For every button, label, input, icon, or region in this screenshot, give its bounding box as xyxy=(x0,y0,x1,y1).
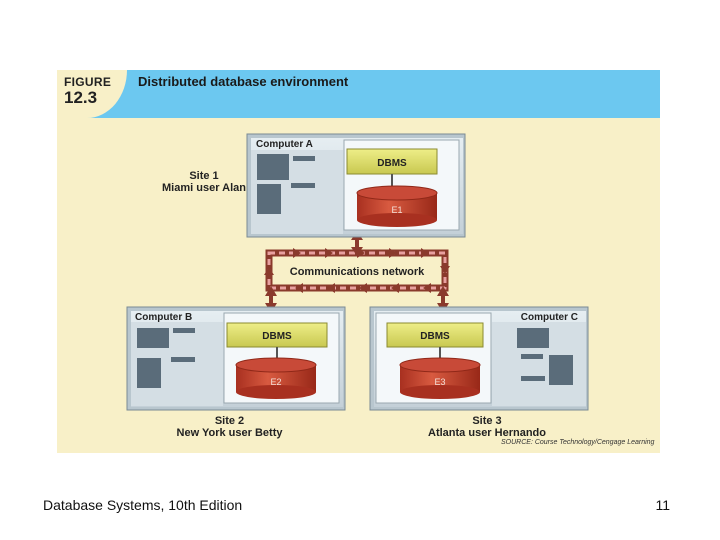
figure-label-number: 12.3 xyxy=(64,88,98,107)
diagram: Communications network Computer A xyxy=(126,133,589,411)
network-label: Communications network xyxy=(290,266,425,278)
computer-b: Computer B DBMS E2 xyxy=(126,306,346,411)
dbms-label-a: DBMS xyxy=(377,158,407,169)
dbms-box-b xyxy=(226,322,328,348)
site-3-user: Atlanta user Hernando xyxy=(428,427,546,439)
database-e3: E3 xyxy=(399,357,481,399)
site-2-user: New York user Betty xyxy=(176,427,283,439)
dbms-label-c: DBMS xyxy=(420,331,450,342)
db-label-e3: E3 xyxy=(434,377,445,387)
site-1-name: Site 1 xyxy=(189,170,219,182)
db-label-e2: E2 xyxy=(270,377,281,387)
figure-header xyxy=(57,70,660,118)
site-3-label: Site 3 Atlanta user Hernando xyxy=(417,415,557,439)
database-e2: E2 xyxy=(235,357,317,399)
figure: FIGURE 12.3 Distributed database environ… xyxy=(57,70,660,453)
database-e1: E1 xyxy=(356,185,438,227)
db-label-e1: E1 xyxy=(391,205,402,215)
footer-page-number: 11 xyxy=(655,497,670,513)
footer-book-title: Database Systems, 10th Edition xyxy=(43,497,243,513)
site-3-name: Site 3 xyxy=(472,415,502,427)
site-2-name: Site 2 xyxy=(214,415,245,427)
computer-b-name: Computer B xyxy=(135,312,192,323)
figure-label-word: FIGURE xyxy=(64,75,112,89)
figure-title: Distributed database environment xyxy=(138,74,349,89)
site-1-user: Miami user Alan xyxy=(162,182,246,194)
source-credit: SOURCE: Course Technology/Cengage Learni… xyxy=(501,439,655,446)
site-1-label: Site 1 Miami user Alan xyxy=(149,170,259,194)
computer-c: Computer C DBMS E3 xyxy=(369,306,589,411)
computer-c-name: Computer C xyxy=(521,312,578,323)
site-2-label: Site 2 New York user Betty xyxy=(167,415,292,439)
computer-a: Computer A DBMS E1 xyxy=(246,133,466,238)
dbms-label-b: DBMS xyxy=(262,331,292,342)
computer-a-name: Computer A xyxy=(256,139,313,150)
dbms-box-a xyxy=(346,148,438,175)
dbms-box-c xyxy=(386,322,484,348)
